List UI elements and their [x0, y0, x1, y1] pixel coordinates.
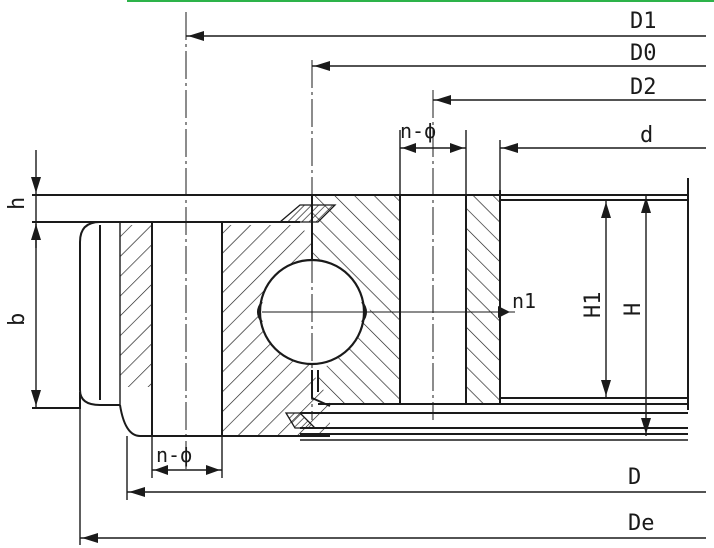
inner-ring-hatch-right	[466, 196, 500, 404]
label-n-phi-top: n-ϕ	[400, 119, 436, 143]
label-D2: D2	[630, 75, 657, 100]
label-n-phi-bottom: n-ϕ	[156, 443, 192, 467]
outer-ring-hatch-left	[120, 225, 152, 387]
label-n1: n1	[512, 289, 536, 313]
ring-outlines	[32, 178, 689, 441]
label-d: d	[640, 123, 653, 148]
label-D0: D0	[630, 41, 657, 66]
label-De: De	[628, 511, 655, 536]
dimension-labels: D1 D0 D2 d n-ϕ h b n1 H1 H n-ϕ D De	[5, 9, 657, 536]
label-D1: D1	[630, 9, 657, 34]
label-H1: H1	[581, 292, 606, 319]
label-h: h	[5, 197, 30, 210]
center-lines	[185, 12, 515, 470]
inner-ring-hatch-left	[312, 196, 400, 404]
dimension-lines	[31, 31, 706, 545]
label-b: b	[5, 313, 30, 326]
label-H: H	[621, 303, 646, 316]
top-seal	[278, 204, 337, 223]
label-D: D	[628, 465, 641, 490]
